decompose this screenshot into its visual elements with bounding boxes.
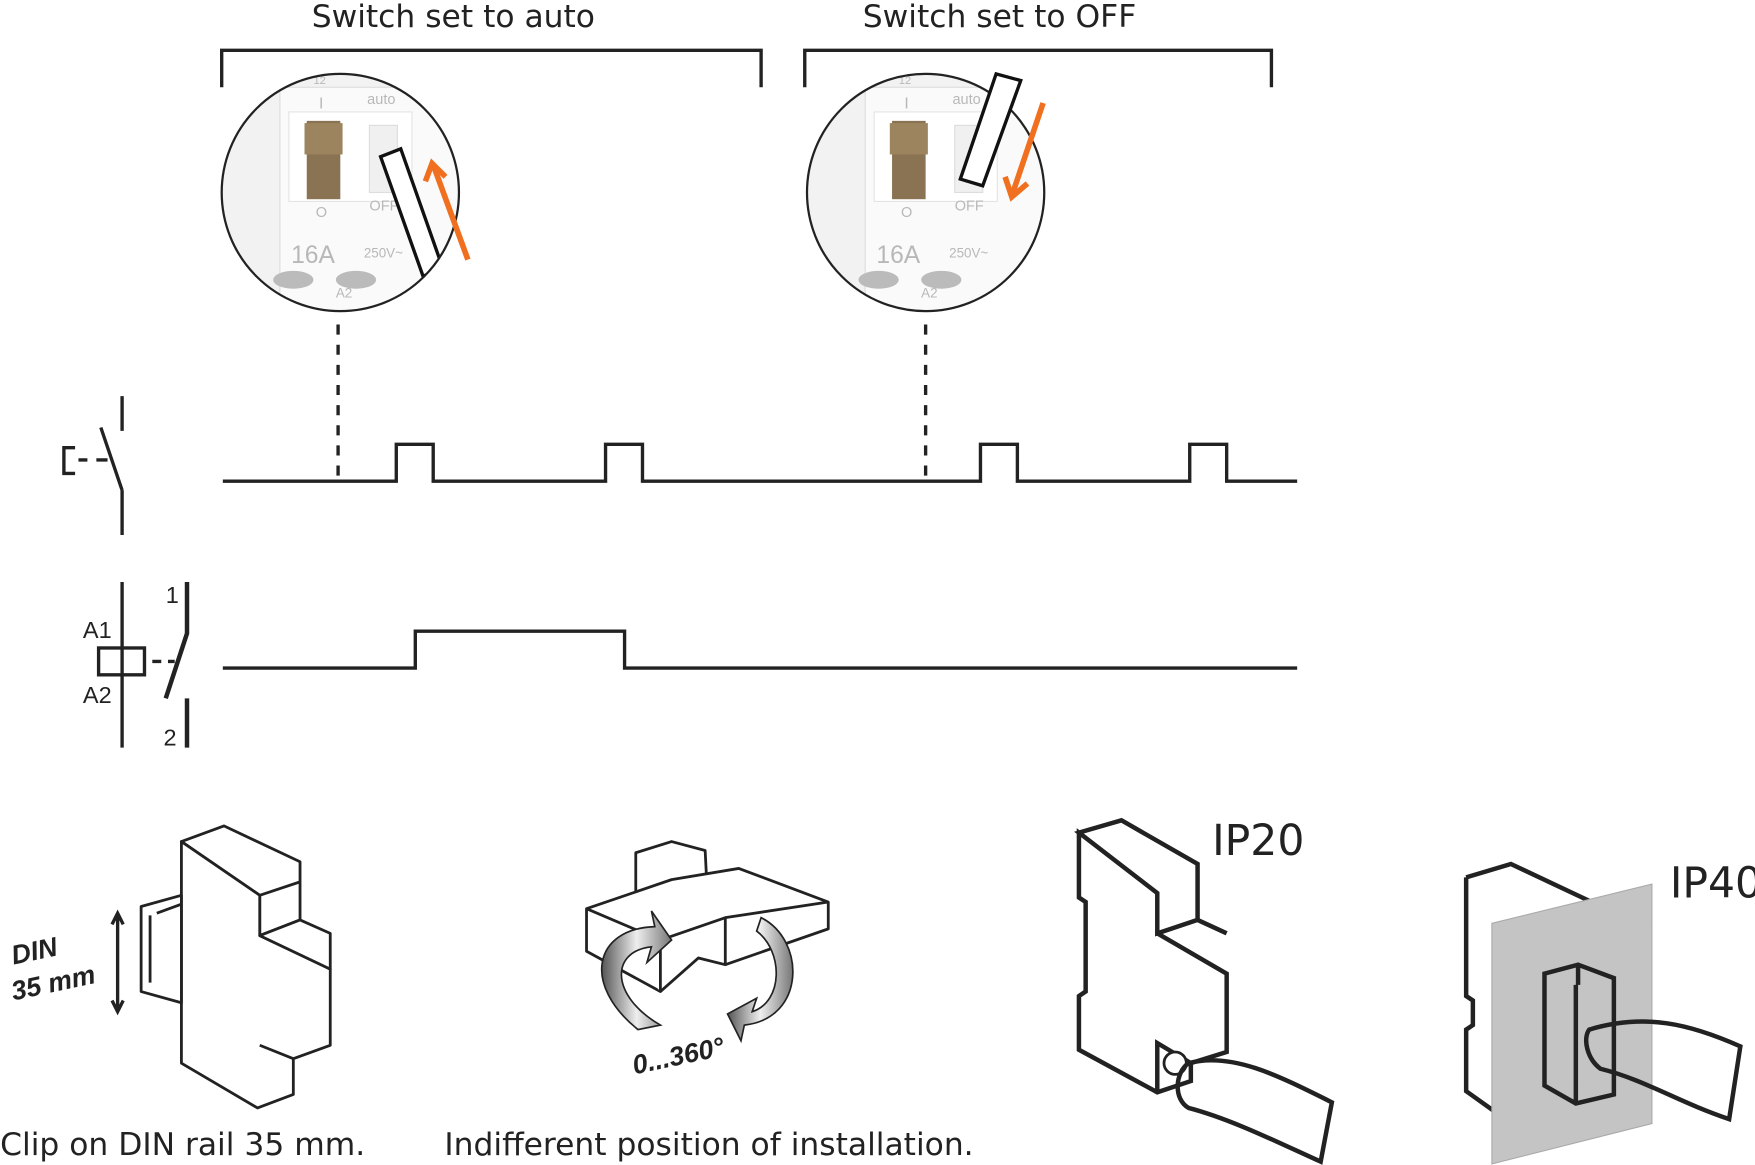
svg-text:1: 1 <box>166 582 179 608</box>
svg-text:0...360°: 0...360° <box>630 1032 727 1081</box>
svg-text:auto: auto <box>367 92 395 108</box>
rotate-arrow-icon <box>726 916 794 1044</box>
svg-text:O: O <box>901 205 912 221</box>
svg-text:12: 12 <box>313 75 325 87</box>
svg-text:I: I <box>904 96 908 113</box>
svg-text:DIN: DIN <box>9 931 61 970</box>
din-caption: Clip on DIN rail 35 mm. <box>0 1127 365 1163</box>
bracket-off <box>803 48 1274 88</box>
svg-text:I: I <box>319 96 323 113</box>
svg-text:2: 2 <box>164 724 177 750</box>
svg-text:O: O <box>316 205 327 221</box>
svg-text:OFF: OFF <box>369 198 398 214</box>
header-off: Switch set to OFF <box>863 0 1136 35</box>
svg-text:OFF: OFF <box>955 198 984 214</box>
svg-text:250V~: 250V~ <box>364 245 403 260</box>
device-closeup-auto: 12 I auto O OFF 16A 250V~ A2 <box>220 72 471 313</box>
svg-text:A2: A2 <box>336 286 352 301</box>
arrow-down-icon <box>1010 102 1046 194</box>
pushbutton-symbol <box>62 396 124 535</box>
svg-text:A2: A2 <box>921 286 937 301</box>
svg-text:16A: 16A <box>291 242 335 269</box>
svg-text:A2: A2 <box>83 682 112 708</box>
rotation-device-icon: 0...360° <box>585 840 830 1081</box>
svg-text:A1: A1 <box>83 617 112 643</box>
svg-text:IP40: IP40 <box>1670 860 1755 909</box>
arrow-up-icon <box>431 166 471 261</box>
rotate-arrow-icon <box>600 910 673 1031</box>
svg-text:250V~: 250V~ <box>949 245 988 260</box>
svg-text:16A: 16A <box>876 242 920 269</box>
svg-text:IP20: IP20 <box>1212 817 1304 866</box>
relay-signal <box>222 629 1298 670</box>
ip20-icon: IP20 <box>1074 817 1335 1165</box>
ip40-icon: IP40 <box>1463 860 1755 1165</box>
pushbutton-signal <box>222 442 1298 483</box>
screwdriver-icon <box>958 71 1023 188</box>
relay-symbol: A1 A2 1 2 <box>83 581 190 750</box>
din-rail-device-icon: DIN 35 mm <box>9 824 332 1110</box>
device-closeup-off: 12 I auto O OFF 16A 250V~ A2 <box>805 71 1046 313</box>
bracket-auto <box>220 48 763 88</box>
header-auto: Switch set to auto <box>312 0 595 35</box>
svg-text:auto: auto <box>952 92 980 108</box>
rotation-caption: Indifferent position of installation. <box>444 1127 973 1163</box>
svg-text:12: 12 <box>899 75 911 87</box>
